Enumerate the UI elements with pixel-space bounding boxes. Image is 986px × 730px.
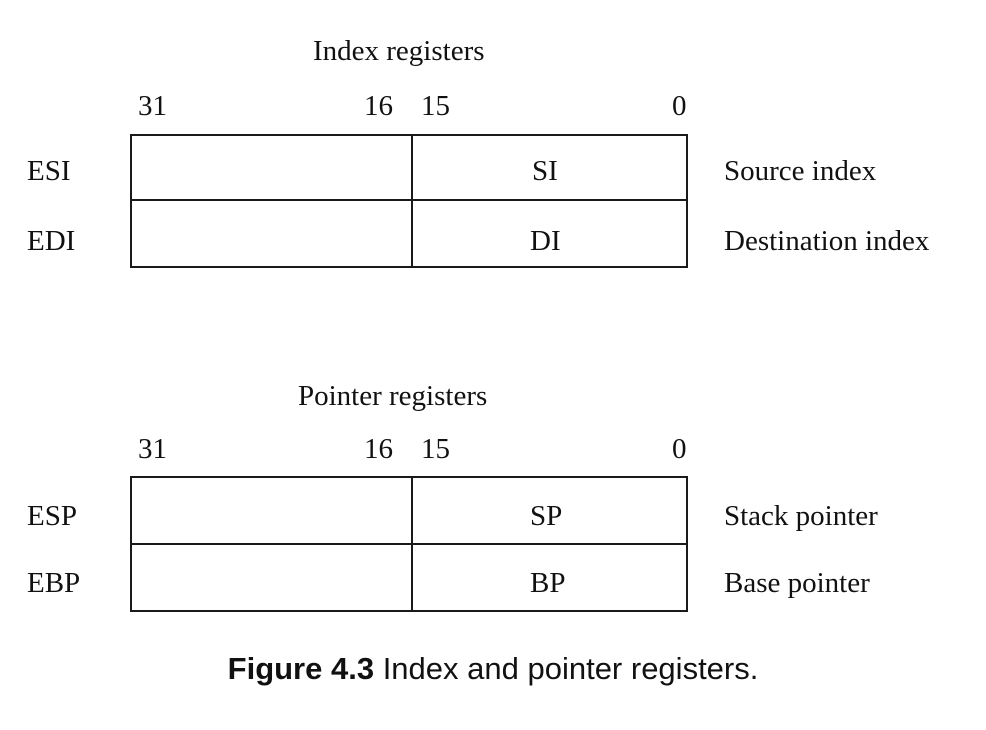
bit-label-31: 31 [138,90,167,122]
bit-label-16: 16 [364,433,393,465]
bit-label-16: 16 [364,90,393,122]
register-table [130,134,688,268]
register-description: Destination index [724,225,930,257]
row-divider [130,199,688,201]
low-half-label-sp: SP [530,500,563,532]
bit-label-15: 15 [421,433,450,465]
section-title: Index registers [313,35,485,67]
half-divider [411,134,413,268]
register-name-esi: ESI [27,155,71,187]
low-half-label-si: SI [532,155,558,187]
register-description: Source index [724,155,877,187]
low-half-label-bp: BP [530,567,566,599]
bit-label-15: 15 [421,90,450,122]
bit-label-31: 31 [138,433,167,465]
figure-number: Figure 4.3 [227,651,375,686]
section-title: Pointer registers [298,380,488,412]
row-divider [130,543,688,545]
figure-caption-text: Index and pointer registers. [374,651,759,686]
figure-caption: Figure 4.3 Index and pointer registers. [0,653,986,684]
bit-label-0: 0 [672,90,687,122]
low-half-label-di: DI [530,225,561,257]
register-name-ebp: EBP [27,567,81,599]
register-description: Stack pointer [724,500,878,532]
register-name-esp: ESP [27,500,77,532]
bit-label-0: 0 [672,433,687,465]
register-name-edi: EDI [27,225,76,257]
register-description: Base pointer [724,567,870,599]
